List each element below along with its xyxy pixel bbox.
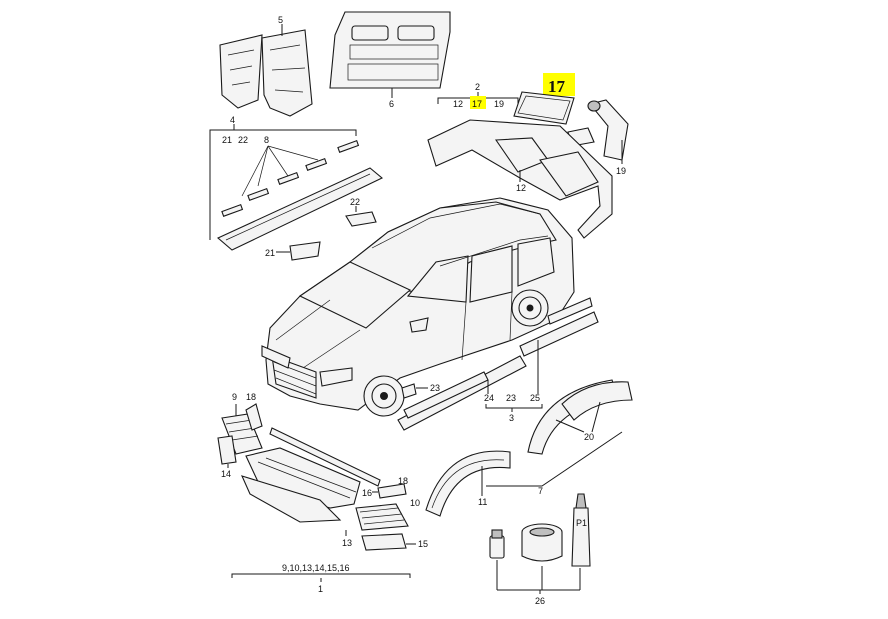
label-6: 6 — [389, 99, 394, 109]
item-19-tailpipe: 19 — [567, 99, 629, 176]
label-3: 3 — [509, 413, 514, 423]
label-19-header: 19 — [494, 99, 504, 109]
label-9: 9 — [232, 392, 237, 402]
label-16: 16 — [362, 488, 372, 498]
label-15: 15 — [418, 539, 428, 549]
label-25: 25 — [530, 393, 540, 403]
label-23: 23 — [506, 393, 516, 403]
item-5-brackets: 5 — [219, 15, 313, 117]
label-2: 2 — [475, 82, 480, 92]
highlight-callout-box — [543, 73, 575, 96]
highlight-inline-box — [470, 96, 486, 109]
label-19: 19 — [616, 166, 626, 176]
label-22: 22 — [350, 197, 360, 207]
item-7-flares: 11 20 7 — [425, 379, 633, 517]
label-22-header: 22 — [238, 135, 248, 145]
label-11: 11 — [478, 497, 487, 507]
item-4-group: 4 21 22 8 22 21 — [209, 115, 384, 261]
label-14: 14 — [221, 469, 231, 479]
label-1: 1 — [318, 584, 323, 594]
label-18: 18 — [398, 476, 408, 486]
item-12-rear-valance: 12 — [427, 119, 613, 239]
item-26-consumables: P1 26 — [489, 493, 591, 606]
label-4: 4 — [230, 115, 235, 125]
item-6-tray: 6 — [329, 11, 451, 109]
label-group-1: 9,10,13,14,15,16 — [282, 563, 350, 573]
highlight-callout-label: 17 — [548, 77, 566, 96]
front-bumper-group: 9 18 14 18 16 10 15 13 9,10,13,14,15,16 — [217, 392, 428, 594]
label-8: 8 — [264, 135, 269, 145]
item-17-trim — [513, 91, 575, 125]
label-24: 24 — [484, 393, 494, 403]
label-21: 21 — [265, 248, 275, 258]
item-3-sill-trims: 23 24 23 25 3 — [397, 297, 599, 431]
label-23-callout: 23 — [430, 383, 440, 393]
label-26: 26 — [535, 596, 545, 606]
label-10: 10 — [410, 498, 420, 508]
highlight-inline-label: 17 — [472, 99, 482, 109]
vehicle-body — [261, 197, 575, 417]
label-12-header: 12 — [453, 99, 463, 109]
label-7: 7 — [538, 486, 543, 496]
label-p1: P1 — [576, 518, 587, 528]
label-13: 13 — [342, 538, 352, 548]
label-21-header: 21 — [222, 135, 232, 145]
label-20: 20 — [584, 432, 594, 442]
label-5: 5 — [278, 15, 283, 25]
label-12: 12 — [516, 183, 526, 193]
label-18-front: 18 — [246, 392, 256, 402]
item-2-group: 2 12 17 19 — [437, 82, 519, 109]
